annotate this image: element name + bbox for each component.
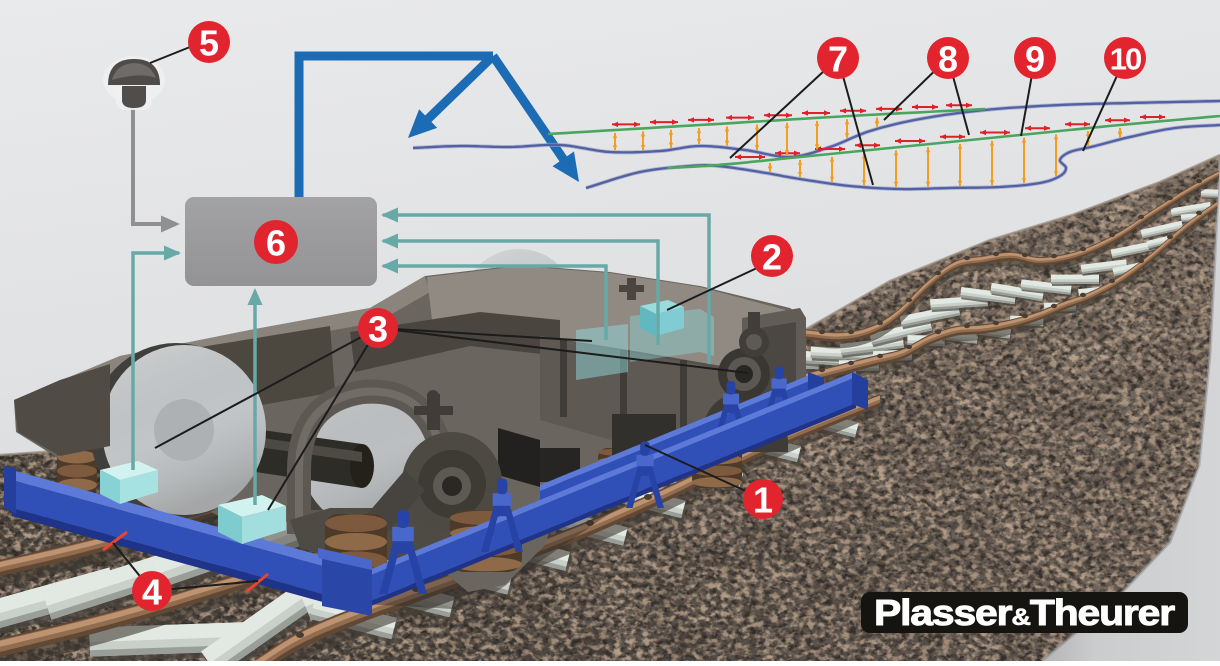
svg-text:7: 7	[828, 39, 848, 80]
svg-text:Plasser&Theurer: Plasser&Theurer	[874, 592, 1175, 633]
svg-text:6: 6	[266, 223, 286, 264]
svg-text:8: 8	[938, 39, 958, 80]
svg-text:1: 1	[753, 480, 773, 521]
svg-text:4: 4	[142, 572, 162, 613]
svg-text:5: 5	[199, 23, 219, 64]
svg-text:2: 2	[762, 237, 782, 278]
svg-text:9: 9	[1025, 39, 1045, 80]
svg-text:3: 3	[368, 309, 388, 350]
svg-text:10: 10	[1110, 42, 1141, 77]
